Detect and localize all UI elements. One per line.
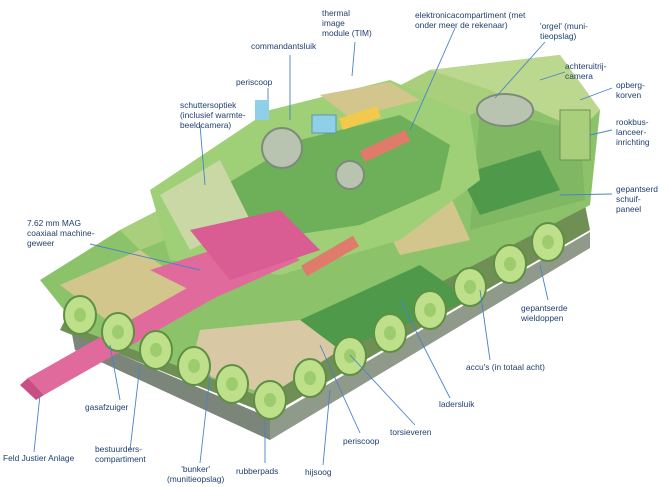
- label-line: ladersluik: [439, 399, 475, 409]
- label-line: coaxiaal machine-: [27, 228, 95, 238]
- label-periscoop-bottom: periscoop: [343, 436, 379, 446]
- label-feld-justier-anlage: Feld Justier Anlage: [3, 453, 74, 463]
- label-line: module (TIM): [322, 28, 372, 38]
- label-schuttersoptiek: schuttersoptiek(inclusief warmte-beeldca…: [180, 100, 246, 130]
- label-rubberpads: rubberpads: [236, 466, 278, 476]
- wheel-hub: [504, 257, 516, 271]
- label-line: paneel: [616, 204, 642, 214]
- label-line: compartiment: [95, 454, 146, 464]
- label-rookbuslanceerinrichting: rookbus-lanceer-inrichting: [616, 117, 650, 147]
- wheel-hub: [112, 325, 124, 339]
- label-line: schuif-: [616, 194, 641, 204]
- wheel-hub: [464, 280, 476, 294]
- label-gasafzuiger: gasafzuiger: [85, 402, 128, 412]
- label-line: 'orgel' (muni-: [540, 21, 588, 31]
- wheel-hub: [264, 393, 276, 407]
- label-periscoop-top: periscoop: [236, 77, 272, 87]
- leader-lines: [33, 27, 613, 466]
- wheel-hub: [304, 371, 316, 385]
- label-line: (munitieopslag): [167, 474, 225, 484]
- label-line: achteruitrij-: [565, 61, 607, 71]
- label-line: inrichting: [616, 137, 650, 147]
- label-ladersluik: ladersluik: [439, 399, 474, 409]
- label-torsieveren: torsieveren: [390, 427, 431, 437]
- wheel-hub: [226, 377, 238, 391]
- label-line: gepantserde: [521, 303, 568, 313]
- label-orgel: 'orgel' (muni-tieopslag): [540, 21, 588, 41]
- label-accus: accu's (in totaal acht): [466, 362, 545, 372]
- wheel-hub: [424, 303, 436, 317]
- label-line: gasafzuiger: [85, 402, 129, 412]
- label-hijsoog: hijsoog: [305, 467, 332, 477]
- label-line: tieopslag): [540, 31, 577, 41]
- label-line: periscoop: [236, 77, 273, 87]
- label-line: camera: [565, 71, 593, 81]
- label-line: torsieveren: [390, 427, 432, 437]
- label-line: bestuurders-: [95, 444, 143, 454]
- label-line: rubberpads: [236, 466, 279, 476]
- label-line: accu's (in totaal acht): [466, 362, 545, 372]
- label-line: opberg-: [616, 80, 645, 90]
- label-line: 7.62 mm MAG: [27, 218, 81, 228]
- label-line: wieldoppen: [521, 313, 564, 323]
- label-line: geweer: [27, 238, 55, 248]
- label-line: korven: [616, 90, 642, 100]
- label-line: periscoop: [343, 436, 380, 446]
- label-line: onder meer de rekenaar): [415, 20, 508, 30]
- label-line: commandantsluik: [251, 41, 317, 51]
- wheel-hub: [188, 359, 200, 373]
- wheel-hub: [74, 308, 86, 322]
- label-line: lanceer-: [616, 127, 647, 137]
- label-line: schuttersoptiek: [180, 100, 237, 110]
- label-opbergkorven: opberg-korven: [616, 80, 645, 100]
- label-achteruitrij-camera: achteruitrij-camera: [565, 61, 606, 81]
- wheel-hub: [150, 343, 162, 357]
- label-bunker: 'bunker'(munitieopslag): [167, 464, 224, 484]
- label-line: gepantserd: [616, 184, 658, 194]
- label-line: hijsoog: [305, 467, 332, 477]
- wheel-hub: [344, 349, 356, 363]
- label-line: image: [322, 18, 345, 28]
- wheel-hub: [542, 235, 554, 249]
- label-line: beeldcamera): [180, 120, 232, 130]
- wheel-hub: [384, 326, 396, 340]
- label-line: elektronicacompartiment (met: [415, 10, 526, 20]
- label-commandantsluik: commandantsluik: [251, 41, 316, 51]
- label-line: Feld Justier Anlage: [3, 453, 75, 463]
- label-line: (inclusief warmte-: [180, 110, 246, 120]
- label-line: 'bunker': [181, 464, 211, 474]
- road-wheels: [63, 222, 565, 420]
- label-line: thermal: [322, 8, 350, 18]
- label-bestuurderscompartiment: bestuurders-compartiment: [95, 444, 146, 464]
- rear-fittings: [476, 93, 591, 161]
- label-line: rookbus-: [616, 117, 649, 127]
